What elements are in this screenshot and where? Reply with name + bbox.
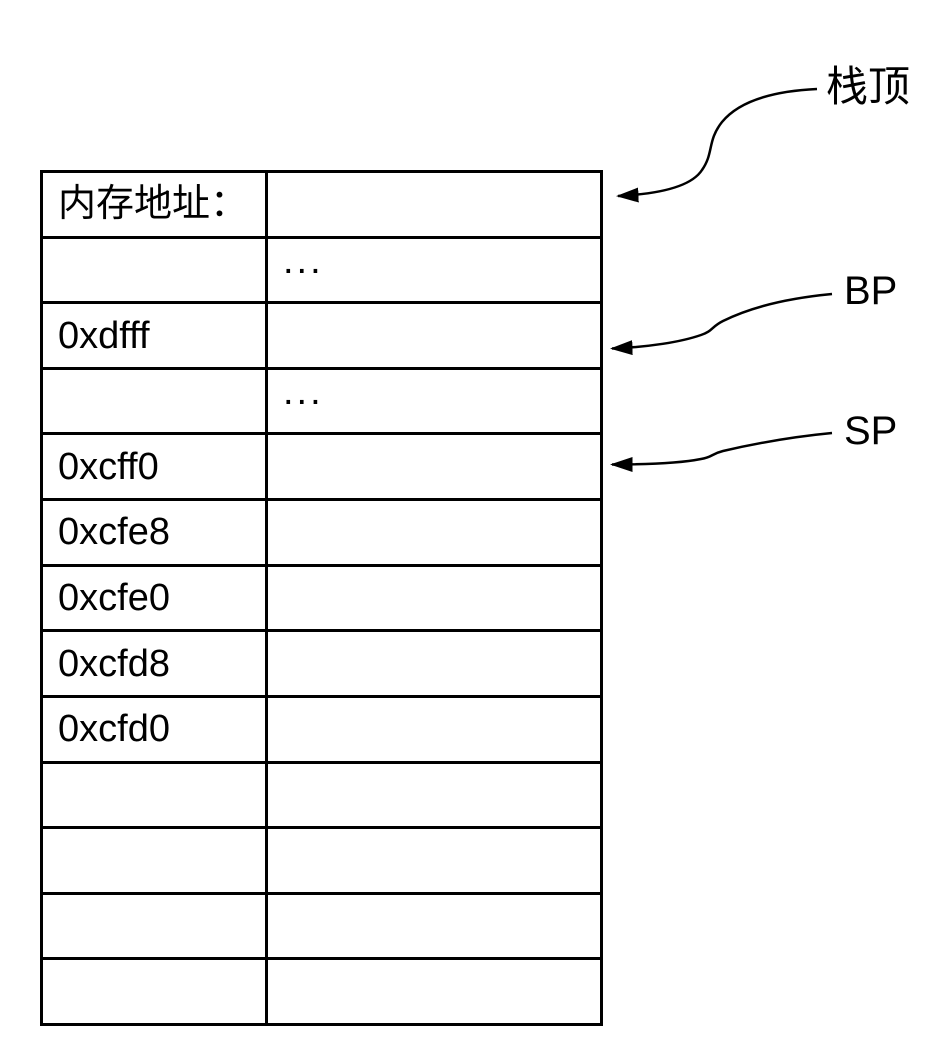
memory-table: 内存地址： ... 0xdfff ... 0xcff0 0xcfe8 0xcfe… <box>40 170 603 1026</box>
address-cell <box>43 369 268 436</box>
address-cell: 0xcfe0 <box>43 566 268 633</box>
address-cell: 0xcfe8 <box>43 501 268 567</box>
address-cell: 0xdfff <box>43 304 268 370</box>
value-cell: ... <box>268 238 603 305</box>
value-cell <box>268 697 603 764</box>
sp-label: SP <box>844 409 898 453</box>
ellipsis-text: ... <box>283 239 324 282</box>
address-cell <box>43 960 268 1026</box>
address-cell <box>43 829 268 895</box>
address-cell <box>43 238 268 305</box>
address-cell <box>43 894 268 961</box>
value-cell: ... <box>268 369 603 436</box>
value-cell <box>268 566 603 633</box>
address-cell: 内存地址： <box>43 173 268 239</box>
stack-top-arrow-line <box>616 87 818 203</box>
value-cell <box>268 435 603 502</box>
value-cell <box>268 173 603 239</box>
address-cell: 0xcfd8 <box>43 632 268 698</box>
bp-arrow-line <box>610 292 833 356</box>
value-cell <box>268 829 603 895</box>
value-cell <box>268 304 603 370</box>
bp-label: BP <box>844 269 898 313</box>
stack-top-label: 栈顶 <box>826 63 911 110</box>
sp-arrow-line <box>609 431 833 472</box>
value-cell <box>268 894 603 961</box>
ellipsis-text: ... <box>283 371 324 414</box>
address-cell: 0xcfd0 <box>43 697 268 764</box>
address-cell <box>43 763 268 830</box>
value-cell <box>268 632 603 698</box>
value-cell <box>268 501 603 567</box>
address-cell: 0xcff0 <box>43 435 268 502</box>
value-cell <box>268 763 603 830</box>
value-cell <box>268 960 603 1026</box>
